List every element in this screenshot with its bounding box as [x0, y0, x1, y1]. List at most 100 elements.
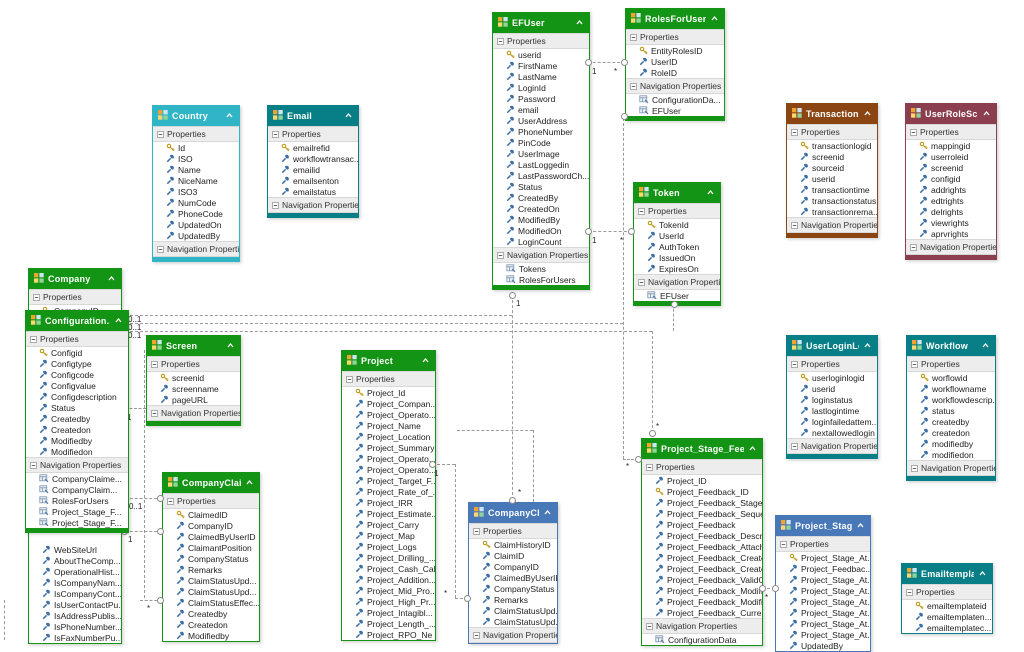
navigation-section-header[interactable]: Navigation Properties	[907, 460, 995, 476]
collapse-chevron-icon[interactable]	[863, 341, 872, 352]
navigation-section-header[interactable]: Navigation Properties	[626, 78, 724, 94]
property-row[interactable]: Project_ID	[642, 475, 762, 486]
entity-header[interactable]: UserLoginLog	[787, 336, 877, 356]
expander-icon[interactable]	[911, 360, 918, 368]
property-row[interactable]: UpdatedOn	[153, 219, 239, 230]
properties-section-header[interactable]: Properties	[634, 203, 720, 219]
property-row[interactable]: aprvrights	[906, 228, 996, 239]
expander-icon[interactable]	[151, 360, 158, 368]
entity-header[interactable]: Company	[29, 269, 121, 289]
property-row[interactable]: CompanyStatus	[163, 553, 259, 564]
relationship-line[interactable]	[623, 459, 638, 460]
properties-section-header[interactable]: Properties	[29, 289, 121, 305]
relationship-line[interactable]	[457, 430, 533, 431]
property-row[interactable]: Createdon	[26, 424, 128, 435]
property-row[interactable]: emailtemplateid	[902, 600, 992, 611]
expander-icon[interactable]	[910, 243, 917, 251]
property-row[interactable]: userid	[787, 173, 877, 184]
property-row[interactable]: status	[907, 405, 995, 416]
property-row[interactable]: ClaimantPosition	[163, 542, 259, 553]
collapse-chevron-icon[interactable]	[543, 508, 552, 519]
property-row[interactable]: Project_Operato...	[342, 453, 435, 464]
property-row[interactable]: createdby	[907, 416, 995, 427]
navigation-section-header[interactable]: Navigation Properties	[469, 627, 557, 643]
entity-header[interactable]: Email	[268, 106, 358, 126]
collapse-chevron-icon[interactable]	[748, 444, 757, 455]
navigation-section-header[interactable]: Navigation Properties	[634, 274, 720, 290]
property-row[interactable]: CreatedBy	[493, 192, 589, 203]
property-row[interactable]: RoleID	[626, 67, 724, 78]
navigation-property-row[interactable]: Tokens	[493, 263, 589, 274]
property-row[interactable]: Status	[26, 402, 128, 413]
property-row[interactable]: userloginlogid	[787, 372, 877, 383]
property-row[interactable]: Project_IRR	[342, 497, 435, 508]
property-row[interactable]: Project_Feedback_Descri...	[642, 530, 762, 541]
property-row[interactable]: modifiedon	[907, 449, 995, 460]
property-row[interactable]: ISO	[153, 153, 239, 164]
entity-header[interactable]: Screen	[147, 336, 240, 356]
property-row[interactable]: ModifiedBy	[493, 214, 589, 225]
property-row[interactable]: userid	[493, 49, 589, 60]
property-row[interactable]: Createdby	[26, 413, 128, 424]
relationship-line[interactable]	[762, 588, 775, 589]
property-row[interactable]: Configid	[26, 347, 128, 358]
property-row[interactable]: Project_Feedbac...	[776, 563, 870, 574]
property-row[interactable]: LastPasswordCh...	[493, 170, 589, 181]
properties-section-header[interactable]: Properties	[147, 356, 240, 372]
property-row[interactable]: screenid	[906, 162, 996, 173]
expander-icon[interactable]	[157, 245, 164, 253]
properties-section-header[interactable]: Properties	[268, 126, 358, 142]
expander-icon[interactable]	[910, 128, 917, 136]
relationship-line[interactable]	[623, 118, 624, 459]
navigation-section-header[interactable]: Navigation Properties	[642, 618, 762, 634]
property-row[interactable]: FirstName	[493, 60, 589, 71]
entity-emailtemplate[interactable]: EmailtemplatePropertiesemailtemplateidem…	[901, 563, 993, 634]
properties-section-header[interactable]: Properties	[163, 493, 259, 509]
property-row[interactable]: userroleid	[906, 151, 996, 162]
property-row[interactable]: emailrefid	[268, 142, 358, 153]
entity-companyclaim-center[interactable]: CompanyClai...PropertiesClaimHistoryIDCl…	[468, 502, 558, 644]
property-row[interactable]: Project_Feedback_Create...	[642, 563, 762, 574]
relationship-line[interactable]	[512, 295, 513, 500]
property-row[interactable]: transactionstatus	[787, 195, 877, 206]
collapse-chevron-icon[interactable]	[226, 341, 235, 352]
entity-companyclaim-left[interactable]: CompanyClai...PropertiesClaimedIDCompany…	[162, 472, 260, 642]
relationship-line[interactable]	[4, 600, 5, 640]
property-row[interactable]: screenid	[147, 372, 240, 383]
property-row[interactable]: Project_Logs	[342, 541, 435, 552]
property-row[interactable]: Configvalue	[26, 380, 128, 391]
property-row[interactable]: Configdescription	[26, 391, 128, 402]
expander-icon[interactable]	[791, 360, 798, 368]
entity-header[interactable]: Transactionlog	[787, 104, 877, 124]
entity-transactionlog[interactable]: TransactionlogPropertiestransactionlogid…	[786, 103, 878, 238]
properties-section-header[interactable]: Properties	[787, 124, 877, 140]
property-row[interactable]: UpdatedBy	[776, 640, 870, 651]
property-row[interactable]: IsPhoneNumber...	[29, 621, 121, 632]
property-row[interactable]: Project_Intagibl...	[342, 607, 435, 618]
expander-icon[interactable]	[791, 442, 798, 450]
property-row[interactable]: Project_Stage_At...	[776, 618, 870, 629]
property-row[interactable]: Password	[493, 93, 589, 104]
entity-header[interactable]: CompanyClai...	[469, 503, 557, 523]
property-row[interactable]: Project_Cash_Call	[342, 563, 435, 574]
expander-icon[interactable]	[906, 588, 913, 596]
property-row[interactable]: Configcode	[26, 369, 128, 380]
expander-icon[interactable]	[33, 293, 40, 301]
entity-project-stage-feedback[interactable]: Project_Stage_FeedbackPropertiesProject_…	[641, 438, 763, 646]
collapse-chevron-icon[interactable]	[856, 521, 865, 532]
property-row[interactable]: emailid	[268, 164, 358, 175]
property-row[interactable]: Createdby	[163, 608, 259, 619]
property-row[interactable]: emailsenton	[268, 175, 358, 186]
property-row[interactable]: loginstatus	[787, 394, 877, 405]
property-row[interactable]: Project_Target_F...	[342, 475, 435, 486]
property-row[interactable]: Project_Feedback_ValidOn	[642, 574, 762, 585]
property-row[interactable]: Project_Operato...	[342, 464, 435, 475]
property-row[interactable]: UserId	[634, 230, 720, 241]
expander-icon[interactable]	[167, 497, 174, 505]
property-row[interactable]: TokenId	[634, 219, 720, 230]
navigation-section-header[interactable]: Navigation Properties	[787, 438, 877, 454]
